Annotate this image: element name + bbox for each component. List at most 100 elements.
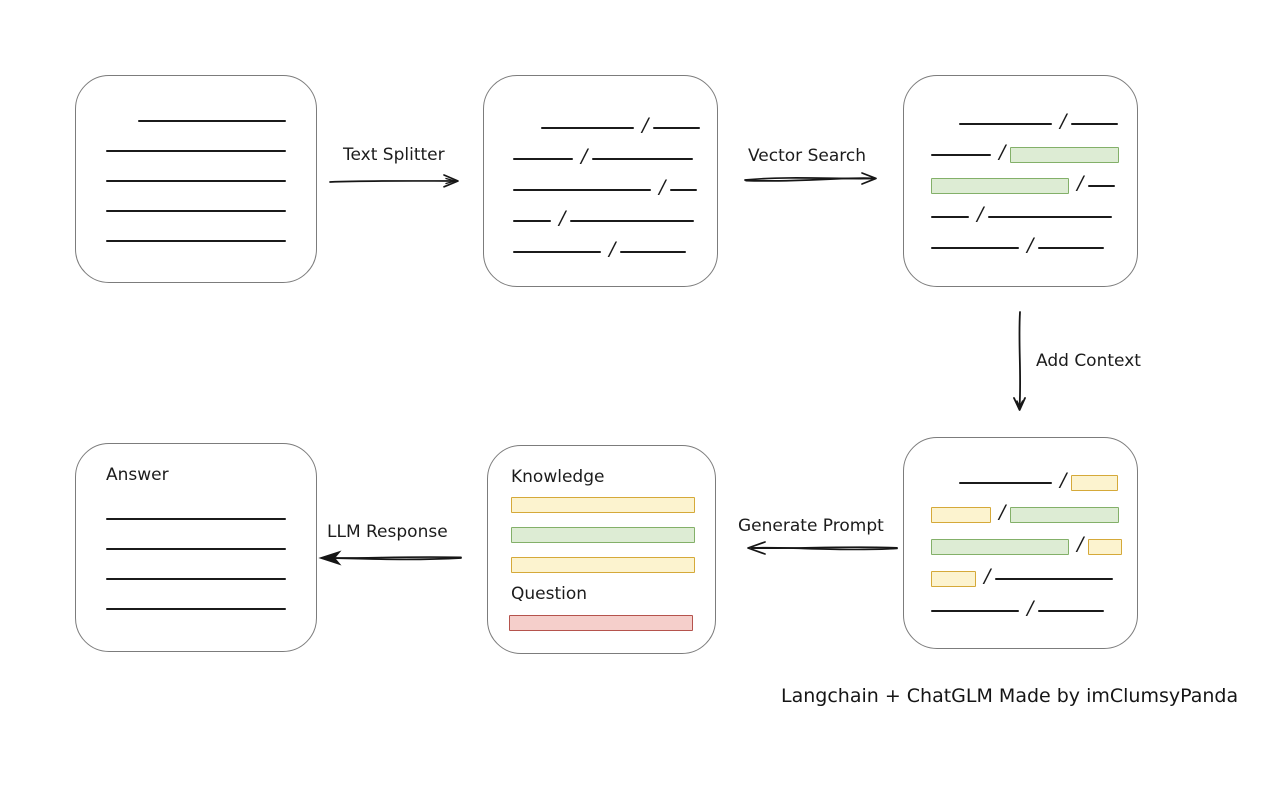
chunk-row [106,218,296,248]
text-line [1038,610,1105,612]
slash-separator: / [984,565,991,587]
text-line [513,251,601,253]
matched-chunks-box: / / / / / [903,75,1138,287]
generate-prompt-arrow [747,541,898,555]
text-line [995,578,1114,580]
chunk-row [106,188,296,218]
text-line [931,154,991,156]
text-line [570,220,695,222]
text-line [106,548,286,550]
slash-separator: / [559,207,566,229]
slash-separator: / [999,501,1006,523]
chunk-row [106,98,296,128]
text-splitter-arrow [329,174,459,188]
text-line [513,189,651,191]
context-chunks-box: / / / / / [903,437,1138,649]
prompt-box: Knowledge Question [487,445,716,654]
slash-separator: / [642,114,649,136]
text-line [931,247,1019,249]
slash-separator: / [1060,110,1067,132]
slash-separator: / [1077,533,1084,555]
text-line [620,251,687,253]
chunk-row: / [931,458,1119,491]
text-line [106,608,286,610]
source-document-box [75,75,317,283]
chunk-row [106,158,296,188]
green-chunk [1010,507,1120,523]
vector-search-label: Vector Search [748,146,866,166]
green-chunk [931,178,1069,194]
chunk-row: / [513,228,697,259]
text-line [106,518,286,520]
chunk-row [106,526,296,556]
chunk-row [106,556,296,586]
text-line [959,482,1052,484]
llm-response-arrow [318,550,462,566]
credit-text: Langchain + ChatGLM Made by imClumsyPand… [781,685,1239,707]
source-document-lines [106,98,296,248]
text-line [1038,247,1105,249]
chunk-row: / [513,104,701,136]
slash-separator: / [1027,234,1034,256]
red-bar [509,615,693,631]
yellow-bar [511,497,695,513]
text-line [1071,123,1119,125]
green-bar [511,527,695,543]
text-line [106,240,286,242]
llm-response-label: LLM Response [327,522,448,542]
chunk-row: / [513,197,697,228]
answer-lines [106,496,296,616]
matched-chunks-rows: / / / / / [931,100,1120,255]
add-context-label: Add Context [1036,351,1141,371]
slash-separator: / [581,145,588,167]
text-line [959,123,1052,125]
text-line [106,150,286,152]
chunk-row: / [513,135,697,166]
text-splitter-label: Text Splitter [343,145,445,165]
text-line [592,158,694,160]
text-line [1088,185,1116,187]
yellow-chunk [1088,539,1123,555]
chunk-row [106,586,296,616]
chunk-row: / [931,522,1123,555]
chunk-row: / [931,586,1117,618]
context-chunks-rows: / / / / / [931,458,1123,618]
slash-separator: / [659,176,666,198]
slash-separator: / [1060,469,1067,491]
text-line [138,120,286,122]
generate-prompt-label: Generate Prompt [738,516,884,536]
add-context-arrow [1013,311,1026,411]
green-chunk [1010,147,1120,163]
slash-separator: / [999,141,1006,163]
chunk-row: / [931,131,1120,163]
slash-separator: / [1027,597,1034,619]
text-line [106,578,286,580]
yellow-bar [511,557,695,573]
chunk-row: / [931,193,1117,224]
text-line [670,189,698,191]
chunk-row: / [931,224,1117,255]
slash-separator: / [977,203,984,225]
text-line [931,216,969,218]
slash-separator: / [609,238,616,260]
chunk-row [106,496,296,526]
text-line [653,127,701,129]
text-line [541,127,634,129]
knowledge-label: Knowledge [511,467,605,487]
chunk-row: / [931,490,1120,523]
text-line [513,158,573,160]
answer-label: Answer [106,465,169,485]
split-chunks-rows: / / / / / [513,104,701,259]
yellow-chunk [931,571,976,587]
yellow-chunk [931,507,991,523]
question-label: Question [511,584,588,604]
split-chunks-box: / / / / / [483,75,718,287]
slash-separator: / [1077,172,1084,194]
chunk-row: / [931,554,1117,587]
answer-box: Answer [75,443,317,652]
vector-search-arrow [744,172,877,185]
text-line [988,216,1113,218]
green-chunk [931,539,1069,555]
chunk-row: / [931,100,1119,132]
